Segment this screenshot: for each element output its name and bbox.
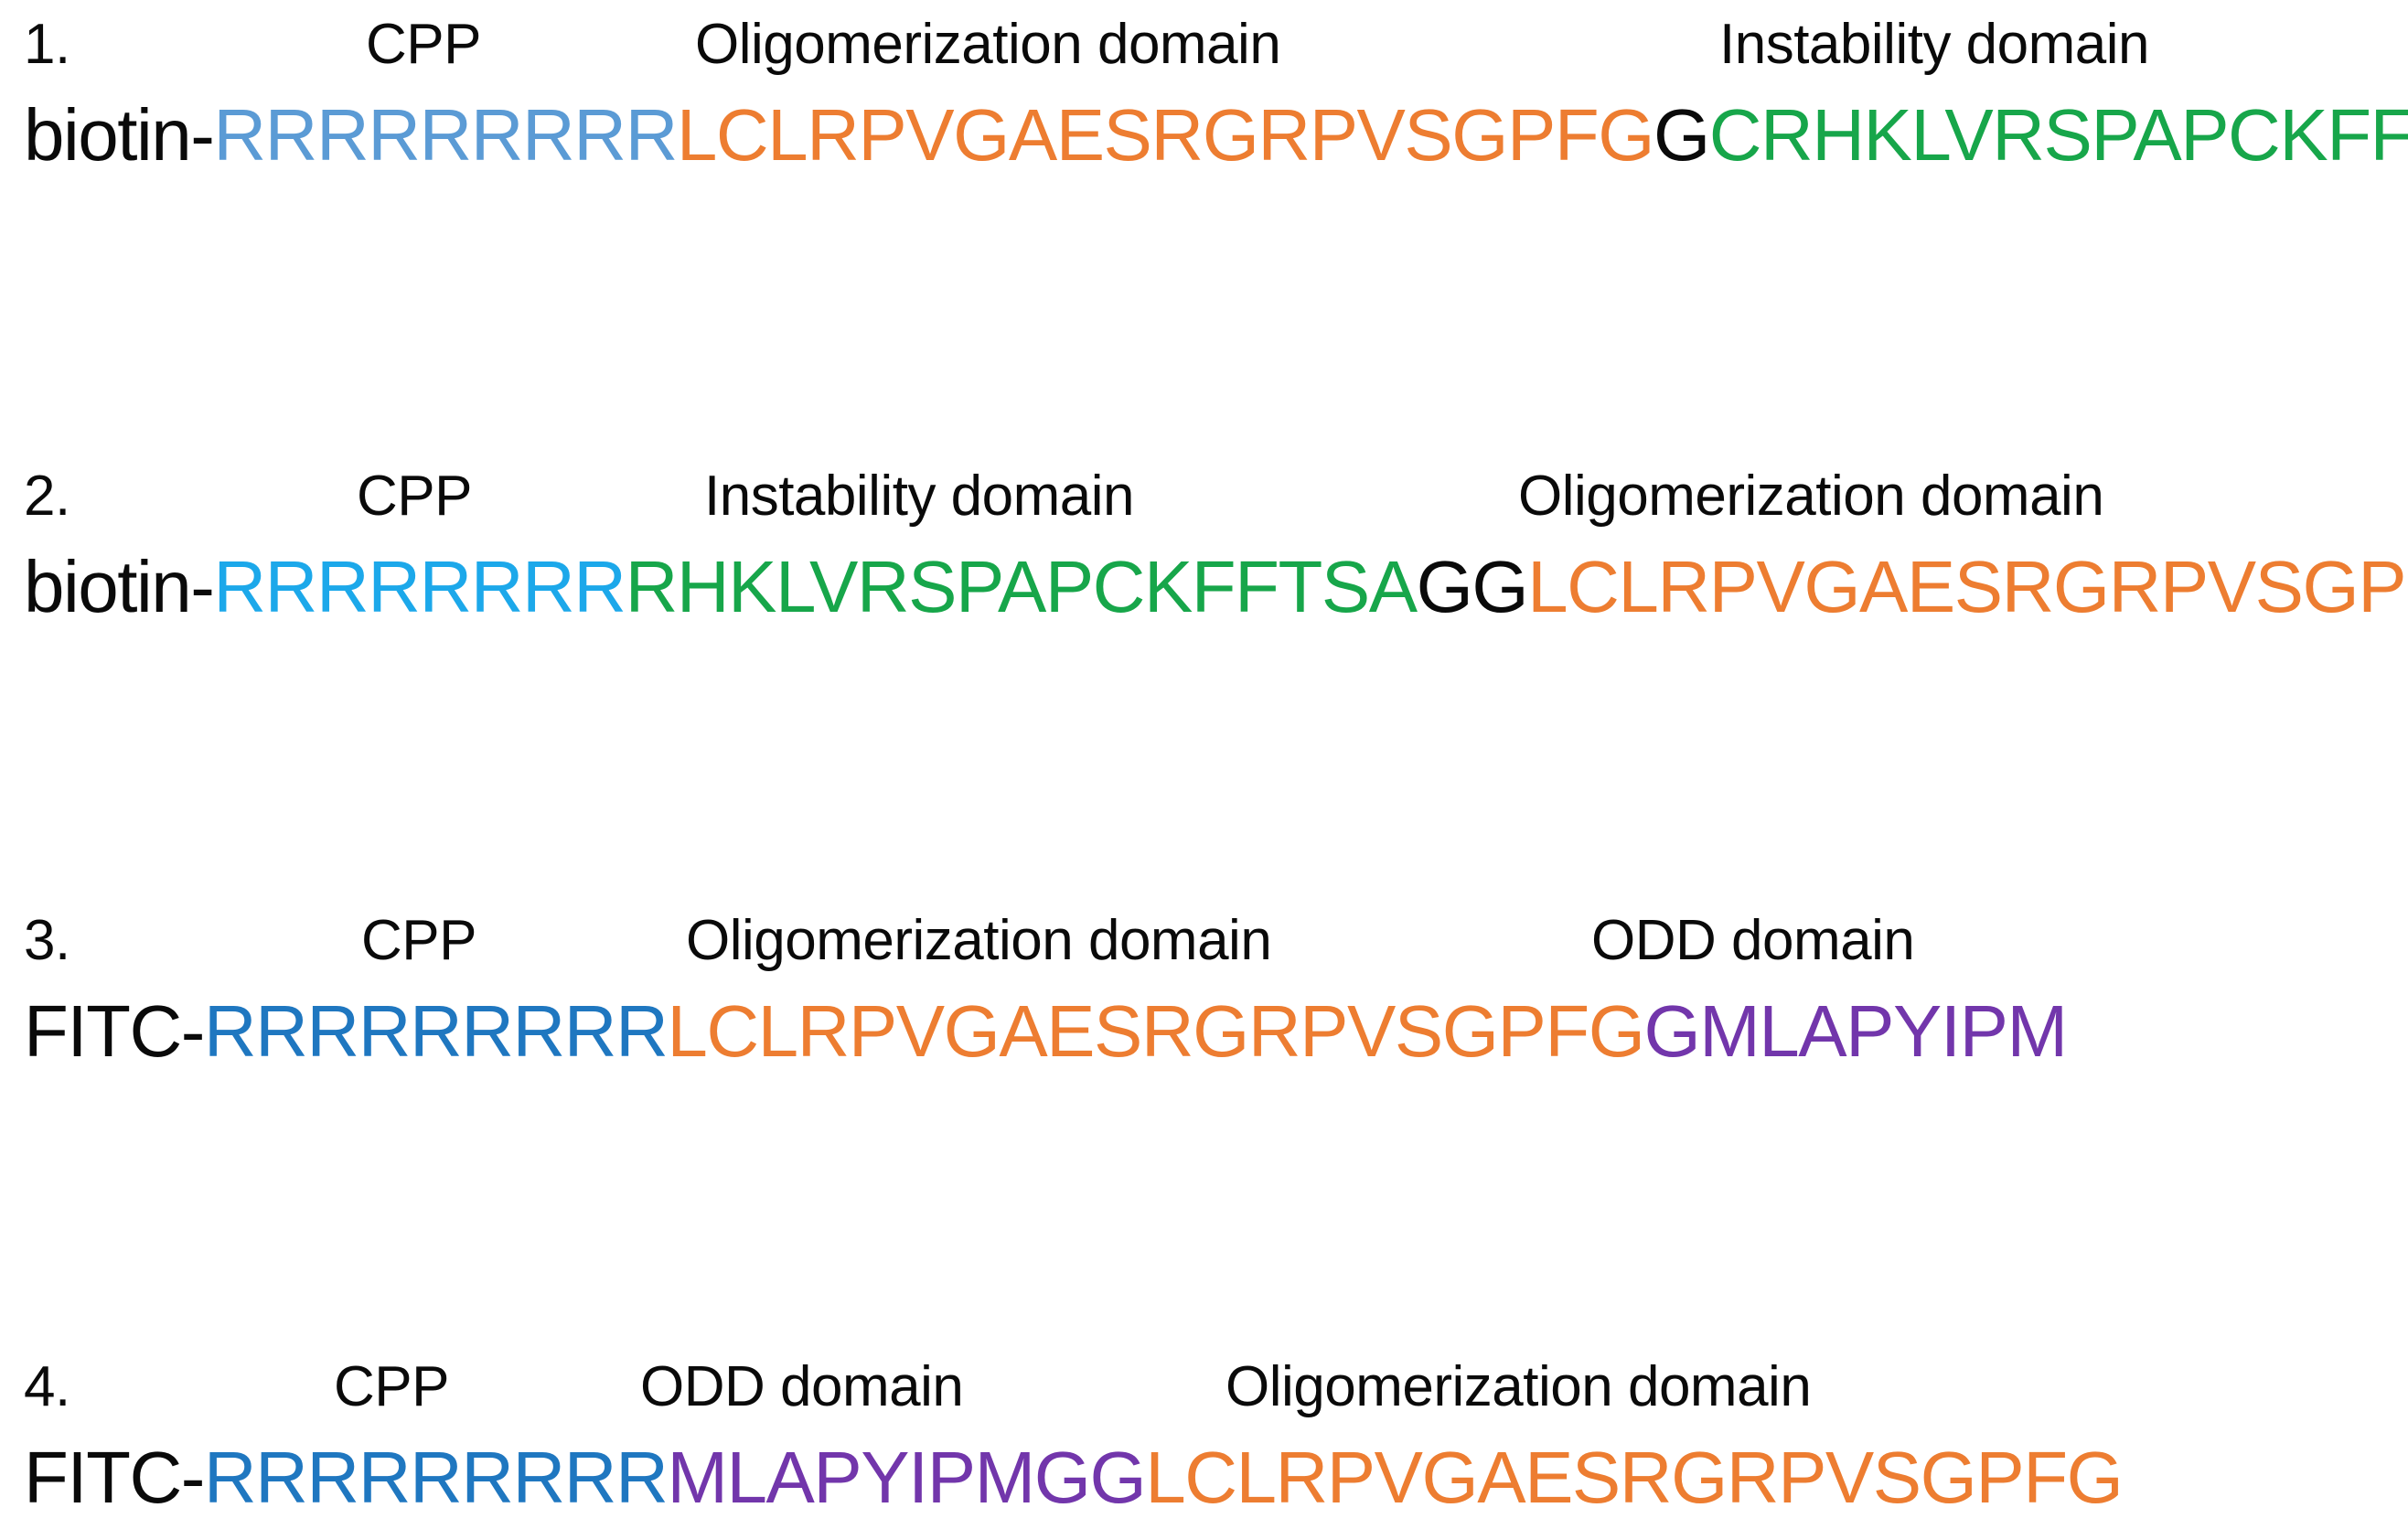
construct-4-sequence: FITC-RRRRRRRRRMLAPYIPMGGLCLRPVGAESRGRPVS… bbox=[0, 1427, 2408, 1529]
domain-label: Oligomerization domain bbox=[1518, 465, 2104, 528]
construct-2-labels: 2. CPP Instability domain Oligomerization d… bbox=[0, 457, 2408, 536]
sequence-segment-n-terminal-tag: FITC- bbox=[24, 1437, 205, 1518]
construct-1-sequence: biotin-RRRRRRRRRLCLRPVGAESRGRPVSGPFGGCRH… bbox=[0, 84, 2408, 187]
domain-label: Oligomerization domain bbox=[686, 909, 1272, 972]
sequence-segment-cpp: RRRRRRRR bbox=[213, 546, 626, 627]
domain-label: CPP bbox=[361, 909, 476, 972]
construct-2: 2. CPP Instability domain Oligomerization d… bbox=[0, 457, 2408, 638]
domain-label: Instability domain bbox=[704, 465, 1135, 528]
construct-1: 1. CPP Oligomerization domain Instability d… bbox=[0, 5, 2408, 187]
sequence-segment-oligomerization-domain: LCLRPVGAESRGRPVSGPFG bbox=[667, 990, 1645, 1072]
sequence-segment-linker: GG bbox=[1416, 546, 1529, 627]
sequence-segment-odd-domain: GMLAPYIPM bbox=[1643, 990, 2068, 1072]
sequence-segment-n-terminal-tag: biotin- bbox=[24, 546, 215, 627]
domain-label: Oligomerization domain bbox=[695, 13, 1281, 76]
sequence-segment-cpp: RRRRRRRRR bbox=[203, 1437, 669, 1518]
domain-label: CPP bbox=[334, 1355, 449, 1418]
sequence-segment-n-terminal-tag: biotin- bbox=[24, 94, 215, 176]
domain-label: ODD domain bbox=[1591, 909, 1915, 972]
domain-label: Instability domain bbox=[1719, 13, 2150, 76]
sequence-segment-oligomerization-domain: LCLRPVGAESRGRPVSGPFG bbox=[676, 94, 1655, 176]
domain-label: CPP bbox=[366, 13, 481, 76]
sequence-segment-instability-domain: CRHKLVRSPAPCKFFTSA bbox=[1708, 94, 2408, 176]
construct-index: 3. bbox=[24, 909, 70, 972]
construct-4-labels: 4. CPP ODD domain Oligomerization domain bbox=[0, 1348, 2408, 1427]
domain-label: CPP bbox=[357, 465, 472, 528]
construct-index: 4. bbox=[24, 1355, 70, 1418]
sequence-segment-oligomerization-domain: LCLRPVGAESRGRPVSGPFG bbox=[1527, 546, 2408, 627]
construct-3-sequence: FITC-RRRRRRRRRLCLRPVGAESRGRPVSGPFGGMLAPY… bbox=[0, 980, 2408, 1083]
sequence-segment-cpp: RRRRRRRRR bbox=[203, 990, 669, 1072]
construct-3-labels: 3. CPP Oligomerization domain ODD domain bbox=[0, 902, 2408, 980]
sequence-segment-oligomerization-domain: LCLRPVGAESRGRPVSGPFG bbox=[1145, 1437, 2124, 1518]
construct-index: 1. bbox=[24, 13, 70, 76]
domain-label: ODD domain bbox=[640, 1355, 964, 1418]
construct-index: 2. bbox=[24, 465, 70, 528]
sequence-segment-cpp: RRRRRRRRR bbox=[213, 94, 678, 176]
construct-1-labels: 1. CPP Oligomerization domain Instability d… bbox=[0, 5, 2408, 84]
domain-label: Oligomerization domain bbox=[1225, 1355, 1812, 1418]
sequence-segment-odd-domain: MLAPYIPMGG bbox=[667, 1437, 1146, 1518]
construct-2-sequence: biotin-RRRRRRRRRHKLVRSPAPCKFFTSAGGLCLRPV… bbox=[0, 536, 2408, 638]
sequence-segment-instability-domain: RHKLVRSPAPCKFFTSA bbox=[625, 546, 1418, 627]
sequence-segment-linker: G bbox=[1653, 94, 1710, 176]
sequence-segment-n-terminal-tag: FITC- bbox=[24, 990, 205, 1072]
